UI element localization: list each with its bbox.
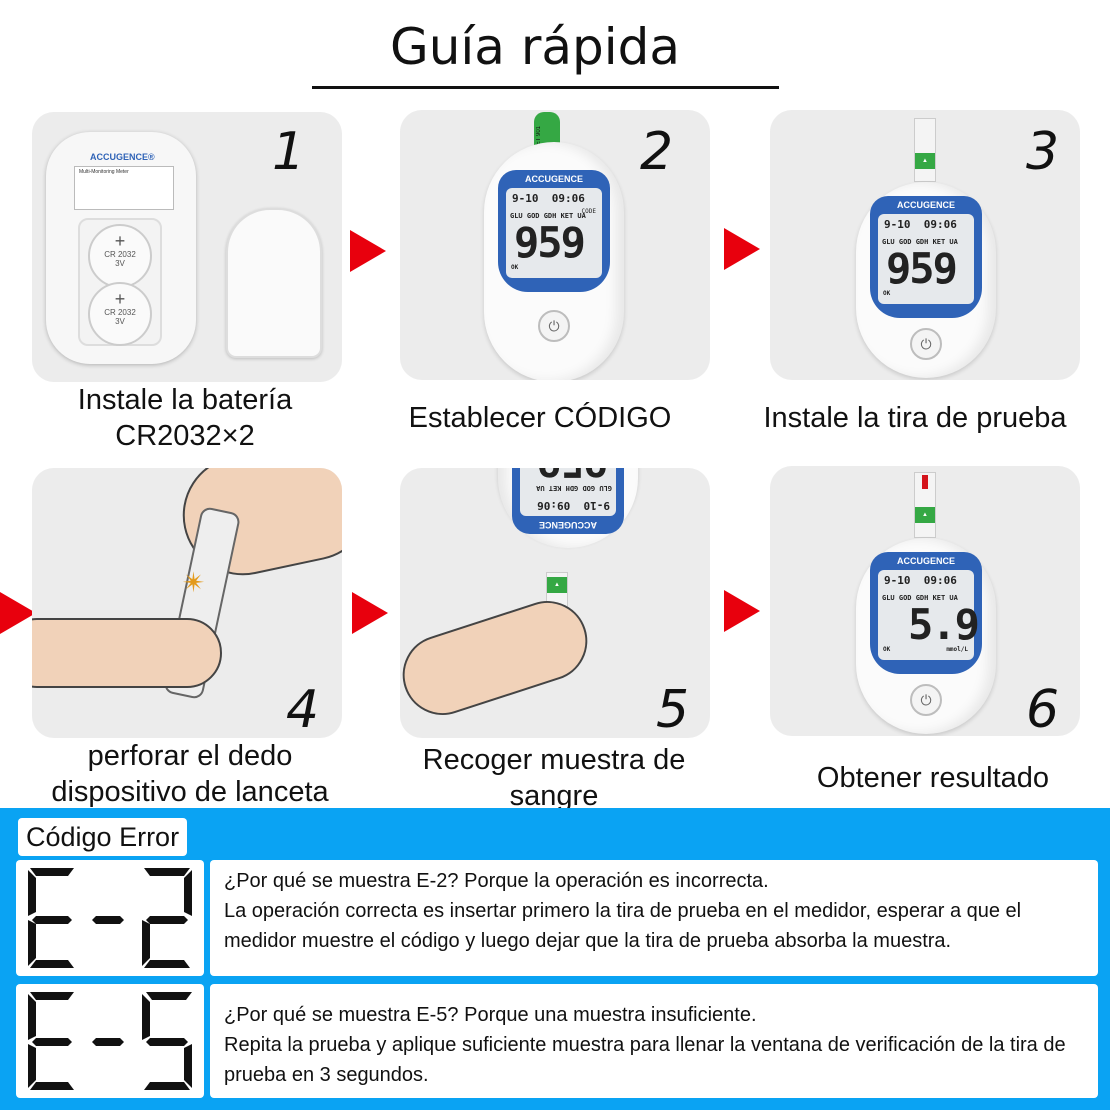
step-3-panel: ▲ ACCUGENCE 9-10 09:06 GLU GOD GDH KET U… <box>770 110 1080 380</box>
battery-cover-illustration <box>226 208 322 358</box>
meter-brand: ACCUGENCE <box>896 556 955 566</box>
meter-lcd: 9-10 09:06 GLU GOD GDH KET UA 959 <box>520 468 616 516</box>
test-strip-illustration: ▲ <box>914 472 936 538</box>
caption-line: Instale la batería <box>77 384 293 416</box>
caption-line: Recoger muestra de <box>422 744 686 776</box>
meter-screen-frame: ACCUGENCE 9-10 09:06 GLU GOD GDH KET UA … <box>870 196 982 318</box>
caption-line: dispositivo de lanceta <box>51 776 329 808</box>
lcd-modes: GLU GOD GDH KET UA <box>882 238 958 246</box>
step-number: 6 <box>1026 680 1060 736</box>
caption-line: perforar el dedo <box>87 740 293 772</box>
strip-green-band: ▲ <box>915 153 935 169</box>
strip-green-band: ▲ <box>547 577 567 593</box>
error-reason: ¿Por qué se muestra E-2? Porque la opera… <box>224 870 769 892</box>
error-solution: Repita la prueba y aplique suficiente mu… <box>224 1034 1066 1086</box>
lcd-date-time: 9-10 09:06 <box>537 499 610 512</box>
step-1-caption: Instale la batería CR2032×2 <box>5 382 365 454</box>
step-6-panel: ▲ ACCUGENCE 9-10 09:06 GLU GOD GDH KET U… <box>770 466 1080 736</box>
step-5-panel: ACCUGENCE 9-10 09:06 GLU GOD GDH KET UA … <box>400 468 710 738</box>
step-2-caption: Establecer CÓDIGO <box>408 402 672 434</box>
meter-back-illustration: ACCUGENCE® Multi-Monitoring Meter + CR 2… <box>46 132 196 364</box>
lcd-code-value: 959 <box>538 468 608 486</box>
power-icon: ⏻ <box>910 328 942 360</box>
finger-illustration <box>400 590 598 726</box>
meter-screen-frame: ACCUGENCE 9-10 09:06 GLU GOD GDH KET UA … <box>870 552 982 674</box>
meter-illustration: ACCUGENCE 9-10 09:06 GLU GOD GDH KET UA … <box>856 538 996 734</box>
battery-coin-bottom: + CR 2032 3V <box>88 282 152 346</box>
step-number: 4 <box>286 680 320 738</box>
power-icon: ⏻ <box>538 310 570 342</box>
meter-lcd: 9-10 09:06 GLU GOD GDH KET UA 959 OK <box>878 214 974 304</box>
step-1-panel: ACCUGENCE® Multi-Monitoring Meter + CR 2… <box>32 112 342 382</box>
lcd-ok: OK <box>883 646 891 653</box>
battery-label: CR 2032 <box>104 308 136 317</box>
step-3-caption: Instale la tira de prueba <box>763 402 1067 434</box>
step-number: 3 <box>1026 122 1060 182</box>
lcd-ok: OK <box>511 264 519 271</box>
error-description-e2: ¿Por qué se muestra E-2? Porque la opera… <box>210 860 1098 976</box>
finger-illustration <box>32 618 222 688</box>
battery-label: CR 2032 <box>104 250 136 259</box>
meter-screen-frame: ACCUGENCE 9-10 09:06 CODE GLU GOD GDH KE… <box>498 170 610 292</box>
blood-drop <box>922 475 928 489</box>
meter-back-brand: ACCUGENCE® <box>90 152 155 162</box>
step-5-caption: Recoger muestra de sangre <box>374 742 734 814</box>
battery-voltage: 3V <box>115 259 125 268</box>
lcd-unit: mmol/L <box>946 646 968 653</box>
meter-back-subtitle: Multi-Monitoring Meter <box>79 169 129 175</box>
meter-illustration: ACCUGENCE 9-10 09:06 GLU GOD GDH KET UA … <box>856 182 996 378</box>
step-6-caption: Obtener resultado <box>816 762 1050 794</box>
step-number: 1 <box>272 122 306 182</box>
title-underline <box>312 86 779 89</box>
battery-voltage: 3V <box>115 317 125 326</box>
battery-compartment: + CR 2032 3V + CR 2032 3V <box>78 218 162 346</box>
prick-burst-icon: ✴ <box>182 567 206 598</box>
arrow-right-icon <box>0 592 36 634</box>
lcd-code-value: 959 <box>886 244 958 293</box>
lcd-ok: OK <box>883 290 891 297</box>
error-section-title: Código Error <box>18 818 188 856</box>
step-4-panel: ✴ 4 <box>32 468 342 738</box>
lcd-date-time: 9-10 09:06 <box>884 574 957 587</box>
seven-segment-e5-icon <box>28 992 192 1090</box>
arrow-right-icon <box>724 590 760 632</box>
error-code-e2 <box>16 860 204 976</box>
lcd-date-time: 9-10 09:06 <box>512 192 585 205</box>
lcd-date-time: 9-10 09:06 <box>884 218 957 231</box>
meter-lcd: 9-10 09:06 CODE GLU GOD GDH KET UA 959 O… <box>506 188 602 278</box>
lcd-code-value: 959 <box>514 218 586 267</box>
lcd-modes: GLU GOD GDH KET UA <box>510 212 586 220</box>
lcd-code-label: CODE <box>581 208 596 215</box>
lcd-result-value: 5.9 <box>908 600 980 649</box>
meter-lcd: 9-10 09:06 GLU GOD GDH KET UA 5.9 OK mmo… <box>878 570 980 660</box>
meter-brand: ACCUGENCE <box>524 174 583 184</box>
error-description-e5: ¿Por qué se muestra E-5? Porque una mues… <box>210 984 1098 1098</box>
meter-inverted-illustration: ACCUGENCE 9-10 09:06 GLU GOD GDH KET UA … <box>498 468 638 548</box>
step-2-panel: KET 901 ACCUGENCE 9-10 09:06 CODE GLU GO… <box>400 110 710 380</box>
page-title: Guía rápida <box>389 18 681 76</box>
error-code-e5 <box>16 984 204 1098</box>
caption-line: CR2032×2 <box>115 420 255 452</box>
step-number: 5 <box>656 680 690 738</box>
step-number: 2 <box>640 122 674 182</box>
meter-illustration: ACCUGENCE 9-10 09:06 CODE GLU GOD GDH KE… <box>484 142 624 380</box>
meter-screen-frame: ACCUGENCE 9-10 09:06 GLU GOD GDH KET UA … <box>512 468 624 534</box>
arrow-right-icon <box>350 230 386 272</box>
lcd-modes: GLU GOD GDH KET UA <box>882 594 958 602</box>
meter-brand: ACCUGENCE <box>896 200 955 210</box>
strip-green-band: ▲ <box>915 507 935 523</box>
arrow-right-icon <box>352 592 388 634</box>
error-solution: La operación correcta es insertar primer… <box>224 900 1022 952</box>
battery-coin-top: + CR 2032 3V <box>88 224 152 288</box>
caption-line: sangre <box>509 780 599 812</box>
meter-brand: ACCUGENCE <box>539 520 598 530</box>
test-strip-illustration: ▲ <box>914 118 936 182</box>
power-icon: ⏻ <box>910 684 942 716</box>
meter-back-label: Multi-Monitoring Meter <box>74 166 174 210</box>
error-reason: ¿Por qué se muestra E-5? Porque una mues… <box>224 1004 757 1026</box>
arrow-right-icon <box>724 228 760 270</box>
step-4-caption: perforar el dedo dispositivo de lanceta <box>10 738 370 810</box>
seven-segment-e2-icon <box>28 868 192 968</box>
